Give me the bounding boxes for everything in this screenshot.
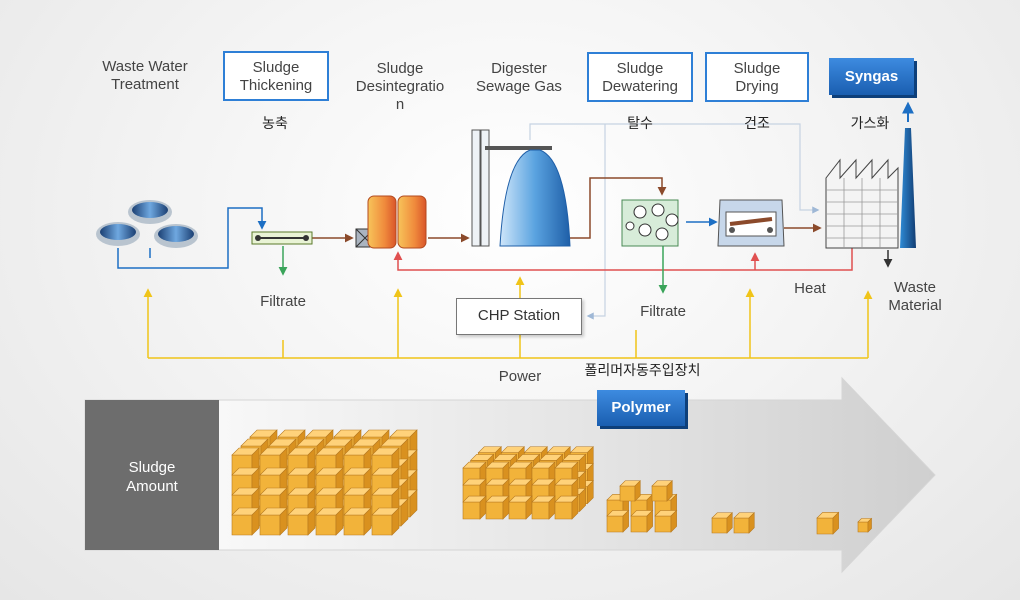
sludge-cube [371,514,393,536]
sludge-cube [363,507,372,536]
sludge-cube [651,485,668,502]
heat-lines [393,248,853,271]
sludge-cube [554,501,573,520]
thickener-unit [251,231,313,245]
heat-label: Heat [794,280,826,297]
dewatering-korean-label: 탈수 [627,115,653,131]
sludge-cube [711,517,728,534]
sludge-cube [343,514,365,536]
waste-material-label: Waste Material [888,279,942,314]
sludge-cube [646,509,653,533]
power-label: Power [498,368,542,385]
sludge-cubes [231,429,873,536]
syngas-korean-label: 가스화 [850,115,890,131]
dryer-unit [717,199,785,247]
sludge-cube [485,501,504,520]
stage-digester: Digester Sewage Gas [476,60,562,95]
sludge-cube [666,480,673,502]
sludge-flow-lines [117,177,822,294]
gas-lines [529,123,820,320]
sludge-cube [654,515,672,533]
sludge-cube [630,515,648,533]
sludge-cube [857,521,869,533]
sludge-cube [832,511,839,535]
sludge-cube [586,480,594,505]
sludge-cube [231,514,253,536]
sludge-cube [619,485,636,502]
stage-thickening-box: Sludge Thickening [223,51,329,101]
sludge-cube [579,487,586,513]
syngas-badge: Syngas [829,58,914,95]
sludge-cube [251,507,260,536]
filtrate-label-2: Filtrate [640,303,686,320]
sludge-cube [462,501,481,520]
stage-disintegration: Sludge Desintegratio n [355,60,445,113]
sludge-cube [335,507,344,536]
sludge-cube [531,501,550,520]
sludge-cube [279,507,288,536]
dewatering-unit [621,199,679,247]
chp-station-box: CHP Station [456,298,582,335]
sludge-cube [259,514,281,536]
gasifier-plant [825,101,916,268]
sludge-cube [622,509,629,533]
sludge-cube [634,480,641,502]
stage-dewatering-box: Sludge Dewatering [587,52,693,102]
disintegration-unit [355,195,427,249]
drying-korean-label: 건조 [744,115,770,131]
polymer-badge: Polymer [597,390,685,426]
sludge-cube [670,509,677,533]
clarifier-tanks [96,200,198,248]
sludge-cube [606,515,624,533]
thickening-korean-label: 농축 [262,115,288,131]
stage-wastewater: Waste Water Treatment [102,58,188,93]
sludge-amount-box: Sludge Amount [85,400,219,550]
sludge-cube [409,489,418,518]
filtrate-label-1: Filtrate [260,293,306,310]
sludge-cube [400,498,409,527]
sludge-cube [571,495,579,520]
polymer-korean-label: 폴리머자동주입장치 [584,362,701,378]
sludge-cube [816,517,834,535]
sludge-cube [391,507,400,536]
digester-tank [471,129,571,247]
sludge-cube [508,501,527,520]
sludge-cube [733,517,750,534]
sludge-cube [748,512,755,534]
sludge-cube [307,507,316,536]
sludge-cube [867,517,872,533]
sludge-cube [287,514,309,536]
sludge-cube [315,514,337,536]
stage-drying-box: Sludge Drying [705,52,809,102]
sludge-cube [726,512,733,534]
